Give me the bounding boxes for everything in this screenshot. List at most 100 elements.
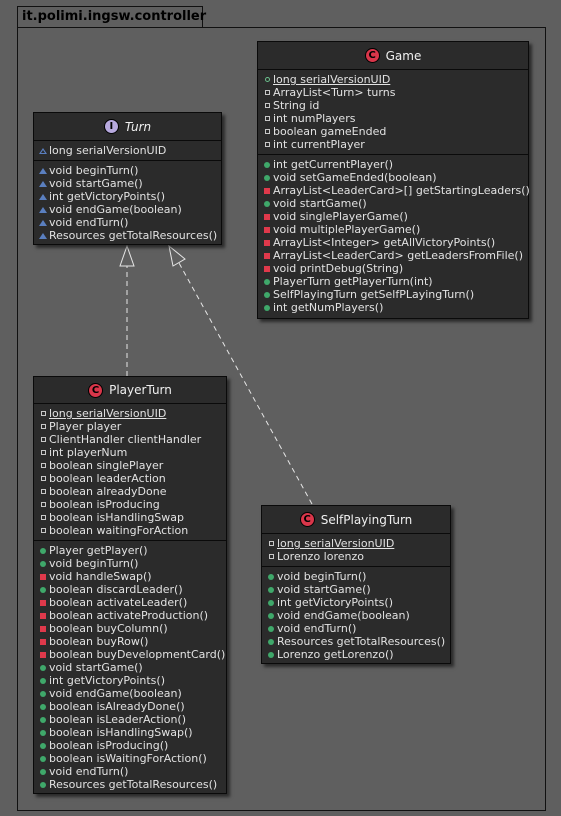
field-text: ClientHandler clientHandler: [49, 433, 202, 446]
visibility-public-icon: [263, 275, 271, 288]
method-row: PlayerTurn getPlayerTurn(int): [263, 275, 528, 288]
visibility-private-icon: [39, 596, 47, 609]
field-text: long serialVersionUID: [49, 144, 167, 157]
method-row: void handleSwap(): [39, 570, 226, 583]
method-row: void setGameEnded(boolean): [263, 171, 528, 184]
visibility-private-icon: [263, 138, 271, 151]
method-row: boolean activateLeader(): [39, 596, 226, 609]
visibility-package-icon: [39, 229, 47, 242]
method-text: void singlePlayerGame(): [273, 210, 408, 223]
method-text: boolean discardLeader(): [49, 583, 183, 596]
method-text: ArrayList<LeaderCard> getLeadersFromFile…: [273, 249, 523, 262]
visibility-private-icon: [39, 472, 47, 485]
visibility-private-icon: [263, 249, 271, 262]
method-row: boolean activateProduction(): [39, 609, 226, 622]
visibility-public-icon: [267, 635, 275, 648]
method-row: void endGame(boolean): [39, 687, 226, 700]
class-playerturn-name: PlayerTurn: [109, 383, 172, 397]
visibility-public-icon: [263, 288, 271, 301]
field-text: Lorenzo lorenzo: [277, 550, 364, 563]
method-row: int getVictoryPoints(): [39, 674, 226, 687]
method-text: boolean isLeaderAction(): [49, 713, 187, 726]
method-row: Resources getTotalResources(): [267, 635, 450, 648]
visibility-package-icon: [39, 164, 47, 177]
method-row: int getCurrentPlayer(): [263, 158, 528, 171]
field-row: boolean singlePlayer: [39, 459, 226, 472]
method-row: boolean isHandlingSwap(): [39, 726, 226, 739]
method-text: ArrayList<LeaderCard>[] getStartingLeade…: [273, 184, 530, 197]
visibility-private-icon: [39, 407, 47, 420]
visibility-private-icon: [39, 648, 47, 661]
method-row: boolean isLeaderAction(): [39, 713, 226, 726]
field-text: String id: [273, 99, 320, 112]
class-selfplayingturn-header: C SelfPlayingTurn: [262, 506, 450, 534]
visibility-public-icon: [39, 557, 47, 570]
visibility-private-icon: [263, 125, 271, 138]
interface-turn[interactable]: I Turn long serialVersionUID void beginT…: [33, 112, 222, 245]
method-row: ArrayList<LeaderCard>[] getStartingLeade…: [263, 184, 530, 197]
method-text: boolean buyDevelopmentCard(): [49, 648, 226, 661]
visibility-package-icon: [39, 190, 47, 203]
method-text: void multiplePlayerGame(): [273, 223, 421, 236]
field-text: Player player: [49, 420, 122, 433]
method-text: Player getPlayer(): [49, 544, 148, 557]
method-row: ArrayList<LeaderCard> getLeadersFromFile…: [263, 249, 528, 262]
visibility-public-icon: [263, 73, 271, 86]
method-text: boolean isWaitingForAction(): [49, 752, 207, 765]
method-text: void endTurn(): [277, 622, 357, 635]
interface-turn-header: I Turn: [34, 113, 221, 141]
field-row: int numPlayers: [263, 112, 528, 125]
method-text: boolean activateLeader(): [49, 596, 188, 609]
visibility-public-icon: [267, 622, 275, 635]
method-row: void endGame(boolean): [267, 609, 450, 622]
field-row: boolean isHandlingSwap: [39, 511, 226, 524]
field-text: int numPlayers: [273, 112, 356, 125]
visibility-private-icon: [263, 99, 271, 112]
visibility-private-icon: [39, 511, 47, 524]
visibility-private-icon: [39, 570, 47, 583]
method-text: void startGame(): [49, 661, 143, 674]
method-text: void handleSwap(): [49, 570, 152, 583]
class-game-methods: int getCurrentPlayer()void setGameEnded(…: [258, 155, 530, 317]
method-text: PlayerTurn getPlayerTurn(int): [273, 275, 433, 288]
class-playerturn-header: C PlayerTurn: [34, 377, 226, 404]
interface-turn-fields: long serialVersionUID: [34, 141, 221, 161]
visibility-public-icon: [39, 765, 47, 778]
method-row: int getNumPlayers(): [263, 301, 528, 314]
method-text: boolean buyColumn(): [49, 622, 168, 635]
field-text: int currentPlayer: [273, 138, 365, 151]
visibility-public-icon: [263, 171, 271, 184]
field-text: boolean alreadyDone: [49, 485, 167, 498]
visibility-package-icon: [39, 144, 47, 157]
field-row: boolean gameEnded: [263, 125, 528, 138]
visibility-private-icon: [263, 223, 271, 236]
method-row: void startGame(): [39, 177, 221, 190]
field-row: boolean alreadyDone: [39, 485, 226, 498]
visibility-private-icon: [39, 609, 47, 622]
interface-stereotype-icon: I: [103, 119, 119, 134]
method-row: int getVictoryPoints(): [267, 596, 450, 609]
method-row: Lorenzo getLorenzo(): [267, 648, 450, 661]
method-text: boolean isAlreadyDone(): [49, 700, 185, 713]
field-text: boolean leaderAction: [49, 472, 166, 485]
visibility-public-icon: [39, 661, 47, 674]
method-row: SelfPlayingTurn getSelfPLayingTurn(): [263, 288, 528, 301]
method-text: SelfPlayingTurn getSelfPLayingTurn(): [273, 288, 475, 301]
method-text: Resources getTotalResources(): [49, 778, 218, 791]
method-text: void printDebug(String): [273, 262, 404, 275]
method-row: boolean discardLeader(): [39, 583, 226, 596]
package-tab: it.polimi.ingsw.controller: [17, 6, 211, 27]
visibility-package-icon: [39, 177, 47, 190]
visibility-public-icon: [267, 648, 275, 661]
class-stereotype-icon: C: [299, 512, 315, 527]
visibility-private-icon: [39, 635, 47, 648]
interface-turn-name: Turn: [124, 119, 152, 134]
method-row: void endTurn(): [39, 765, 226, 778]
method-text: void endGame(boolean): [49, 687, 182, 700]
